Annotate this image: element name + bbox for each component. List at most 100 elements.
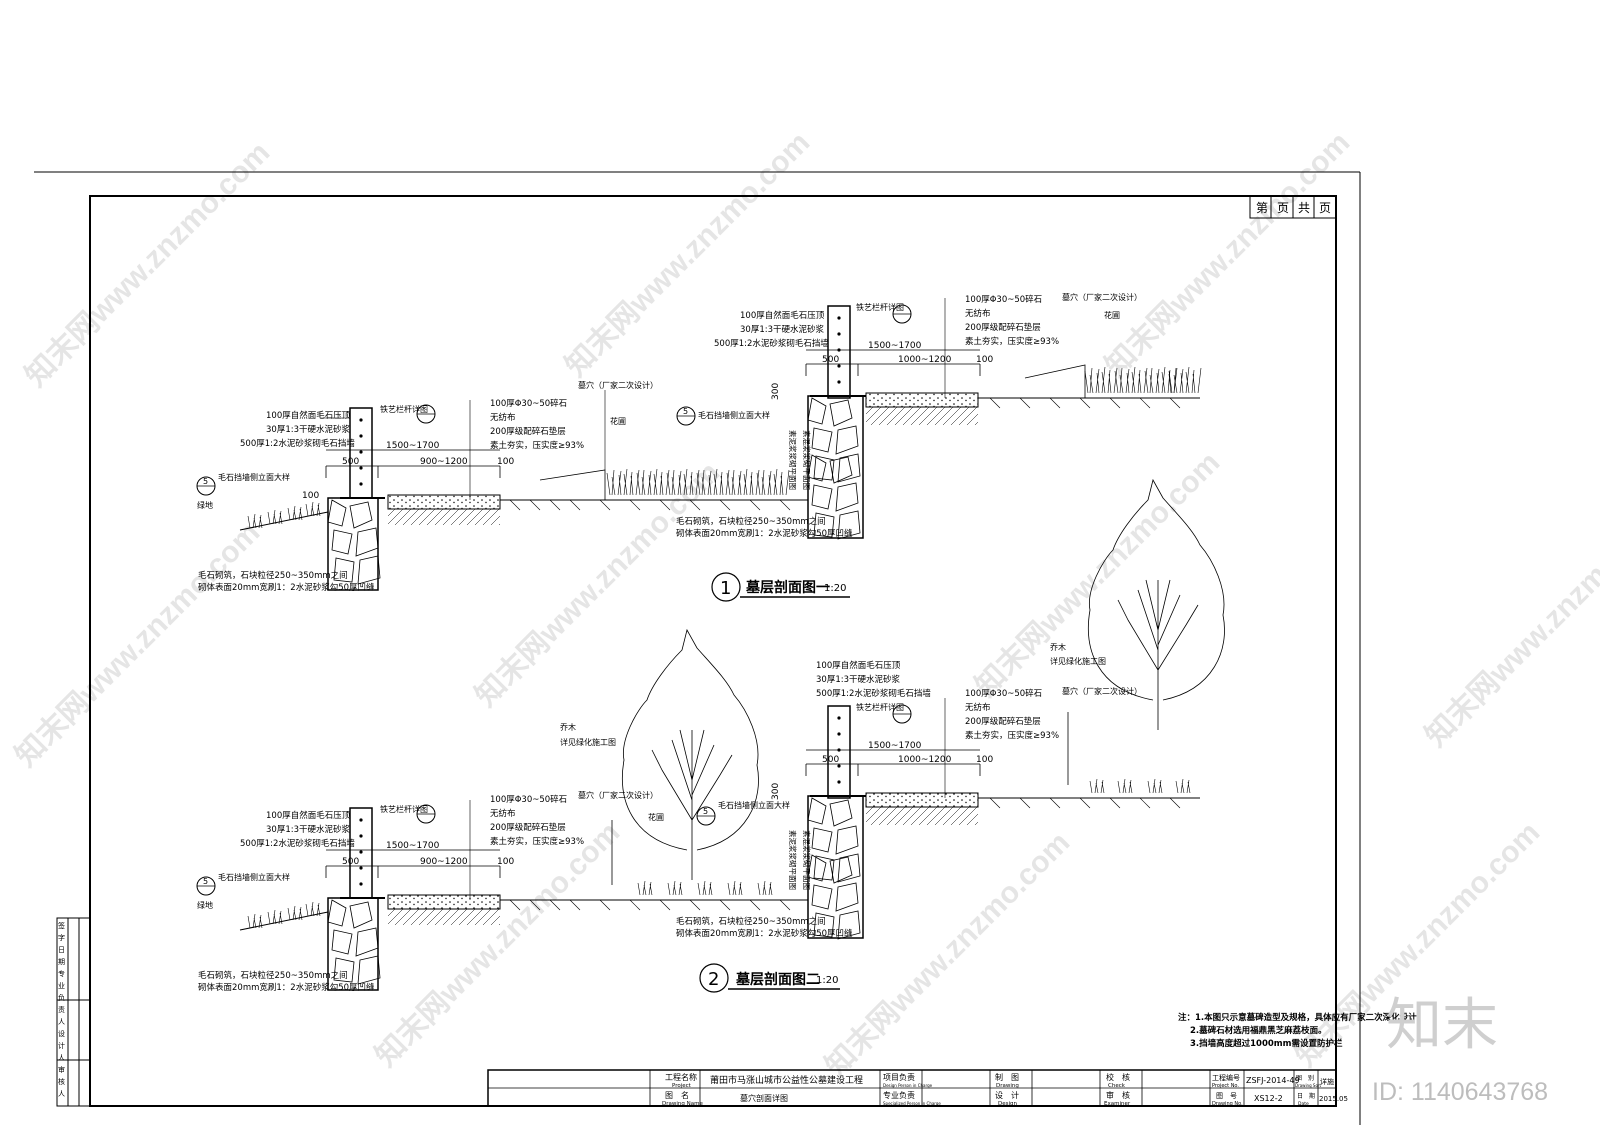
callout-base: 200厚级配碎石垫层 <box>490 426 566 437</box>
callout-wall-vertical: 素混浆浆砌平面图 <box>802 830 812 890</box>
callout-wall-body: 500厚1:2水泥砂浆砌毛石挡墙 <box>240 838 355 849</box>
tb-label: 校 核 <box>1106 1072 1130 1082</box>
page-label: 页 <box>1277 201 1289 215</box>
callout-wall-elev: 毛石挡墙侧立面大样 <box>218 872 290 882</box>
side-stamp-char: 专 <box>58 970 65 978</box>
masonry-note: 砌体表面20mm宽刷1：2水泥砂浆勾50厚凹缝 <box>676 928 853 939</box>
callout-wall-elev: 毛石挡墙侧立面大样 <box>218 472 290 482</box>
page-label: 共 <box>1298 201 1310 215</box>
dim-500: 500 <box>342 857 359 867</box>
tb-label: 专业负责 <box>883 1090 915 1100</box>
note-line: 注：1.本图只示意墓碑造型及规格，具体应有厂家二次深化设计； <box>1178 1012 1425 1023</box>
callout-geotextile: 无纺布 <box>490 412 516 423</box>
callout-railing: 铁艺栏杆详图 <box>856 302 904 312</box>
tb-date: 2015.05 <box>1319 1095 1348 1103</box>
tb-drawing-no: XS12-2 <box>1254 1094 1283 1103</box>
callout-mortar: 30厚1:3干硬水泥砂浆 <box>740 324 824 335</box>
masonry-note: 毛石砌筑，石块粒径250~350mm之间 <box>676 916 826 927</box>
callout-base: 200厚级配碎石垫层 <box>490 822 566 833</box>
detail-marker: 5 <box>203 477 208 486</box>
page-label: 页 <box>1319 201 1331 215</box>
note-line: 2.墓碑石材选用福鼎黑芝麻荔枝面。 <box>1190 1025 1327 1036</box>
tb-label: 工程编号 <box>1212 1073 1240 1082</box>
section-number: 2 <box>708 969 719 990</box>
callout-wall-body: 500厚1:2水泥砂浆砌毛石挡墙 <box>816 688 931 699</box>
dim-path-width: 900~1200 <box>420 857 468 867</box>
detail-marker: 5 <box>203 877 208 886</box>
section-scale: 1:20 <box>824 583 846 594</box>
callout-wall-elev: 毛石挡墙侧立面大样 <box>718 800 790 810</box>
dim-path-width: 900~1200 <box>420 457 468 467</box>
callout-base: 200厚级配碎石垫层 <box>965 716 1041 727</box>
callout-tomb: 墓穴（厂家二次设计） <box>578 380 658 390</box>
dim-500: 500 <box>342 457 359 467</box>
tb-label-en: Specialized Person in Charge <box>883 1101 941 1106</box>
callout-wall-vertical: 素泥浆浆砌平面图 <box>788 430 798 490</box>
tb-label: 审 核 <box>1106 1090 1130 1100</box>
section-scale: 1:20 <box>816 975 838 986</box>
section-title: 墓层剖面图一 <box>745 579 830 596</box>
callout-soil: 素土夯实，压实度≥93% <box>490 836 584 847</box>
dim-100: 100 <box>976 755 993 765</box>
page-counter: 第 页 共 页 <box>1249 195 1337 219</box>
callout-flower: 花圃 <box>648 812 664 822</box>
dim-total: 1500~1700 <box>868 341 922 351</box>
masonry-note: 毛石砌筑，石块粒径250~350mm之间 <box>676 516 826 527</box>
tb-drawing-name: 墓穴剖面详图 <box>740 1093 788 1103</box>
masonry-note: 砌体表面20mm宽刷1：2水泥砂浆勾50厚凹缝 <box>198 582 375 593</box>
side-stamp-char: 签 <box>58 922 65 930</box>
callout-geotextile: 无纺布 <box>965 702 991 713</box>
callout-gravel: 100厚Φ30~50碎石 <box>965 688 1042 699</box>
section-title: 墓层剖面图二 <box>735 971 820 988</box>
detail-marker: 5 <box>703 807 708 816</box>
side-stamp-char: 计 <box>58 1042 65 1050</box>
dim-500: 500 <box>822 755 839 765</box>
dim-total: 1500~1700 <box>868 741 922 751</box>
side-stamp-char: 期 <box>58 958 65 966</box>
tb-label-en: Date <box>1298 1101 1309 1107</box>
side-stamp-char: 人 <box>58 1054 65 1062</box>
callout-soil: 素土夯实，压实度≥93% <box>965 730 1059 741</box>
dim-path-width: 1000~1200 <box>898 755 952 765</box>
dim-300: 300 <box>771 783 781 800</box>
tb-label-en: Drawing No. <box>1212 1101 1243 1107</box>
tb-label-en: Drawing Sort <box>1295 1083 1322 1088</box>
dim-100: 100 <box>497 457 514 467</box>
wall-lower-1 <box>327 407 385 591</box>
tb-label-en: Design <box>998 1101 1018 1107</box>
side-stamp-char: 业 <box>58 982 65 990</box>
side-stamp-char: 字 <box>58 934 65 942</box>
side-stamp <box>56 917 91 1107</box>
callout-geotextile: 无纺布 <box>490 808 516 819</box>
tb-label: 工程名称 <box>665 1072 697 1082</box>
callout-tomb: 墓穴（厂家二次设计） <box>1062 686 1142 696</box>
dim-100: 100 <box>497 857 514 867</box>
side-stamp-char: 负 <box>58 994 65 1002</box>
tb-project-no: ZSFJ-2014-49 <box>1246 1076 1300 1085</box>
callout-railing: 铁艺栏杆详图 <box>856 702 904 712</box>
tb-label: 图 名 <box>665 1090 689 1100</box>
callout-flower: 花圃 <box>1104 310 1120 320</box>
callout-wall-cap: 100厚自然面毛石压顶 <box>266 810 351 821</box>
dim-500: 500 <box>822 355 839 365</box>
side-stamp-char: 人 <box>58 1018 65 1026</box>
dim-100-vert: 100 <box>302 491 319 501</box>
callout-gravel: 100厚Φ30~50碎石 <box>965 294 1042 305</box>
tb-label: 图 别 <box>1296 1074 1314 1082</box>
section-1: 500 900~1200 100 1500~1700 100 500 1000~… <box>196 292 1202 602</box>
dim-total: 1500~1700 <box>386 841 440 851</box>
masonry-note: 砌体表面20mm宽刷1：2水泥砂浆勾50厚凹缝 <box>676 528 853 539</box>
callout-tree: 乔木 <box>1050 642 1066 652</box>
watermark-id: ID: 1140643768 <box>1372 1078 1549 1106</box>
title-block: 工程名称 Project 莆田市马涨山城市公益性公墓建设工程 图 名 Drawi… <box>487 1069 1348 1107</box>
masonry-note: 砌体表面20mm宽刷1：2水泥砂浆勾50厚凹缝 <box>198 982 375 993</box>
tb-label-en: Project <box>672 1083 692 1089</box>
side-stamp-text: 签字日期专业负责人设计人审核人 <box>58 920 68 1100</box>
section-2: 500 900~1200 100 1500~1700 500 1000~1200… <box>196 479 1225 993</box>
callout-wall-elev: 毛石挡墙侧立面大样 <box>698 410 770 420</box>
tb-label-en: Design Person in Charge <box>883 1083 933 1088</box>
callout-wall-vertical: 素混浆浆砌平面图 <box>802 430 812 490</box>
callout-green: 绿地 <box>197 900 213 910</box>
callout-tree-note: 详见绿化施工图 <box>560 737 616 747</box>
tb-label-en: Project No. <box>1212 1083 1239 1089</box>
